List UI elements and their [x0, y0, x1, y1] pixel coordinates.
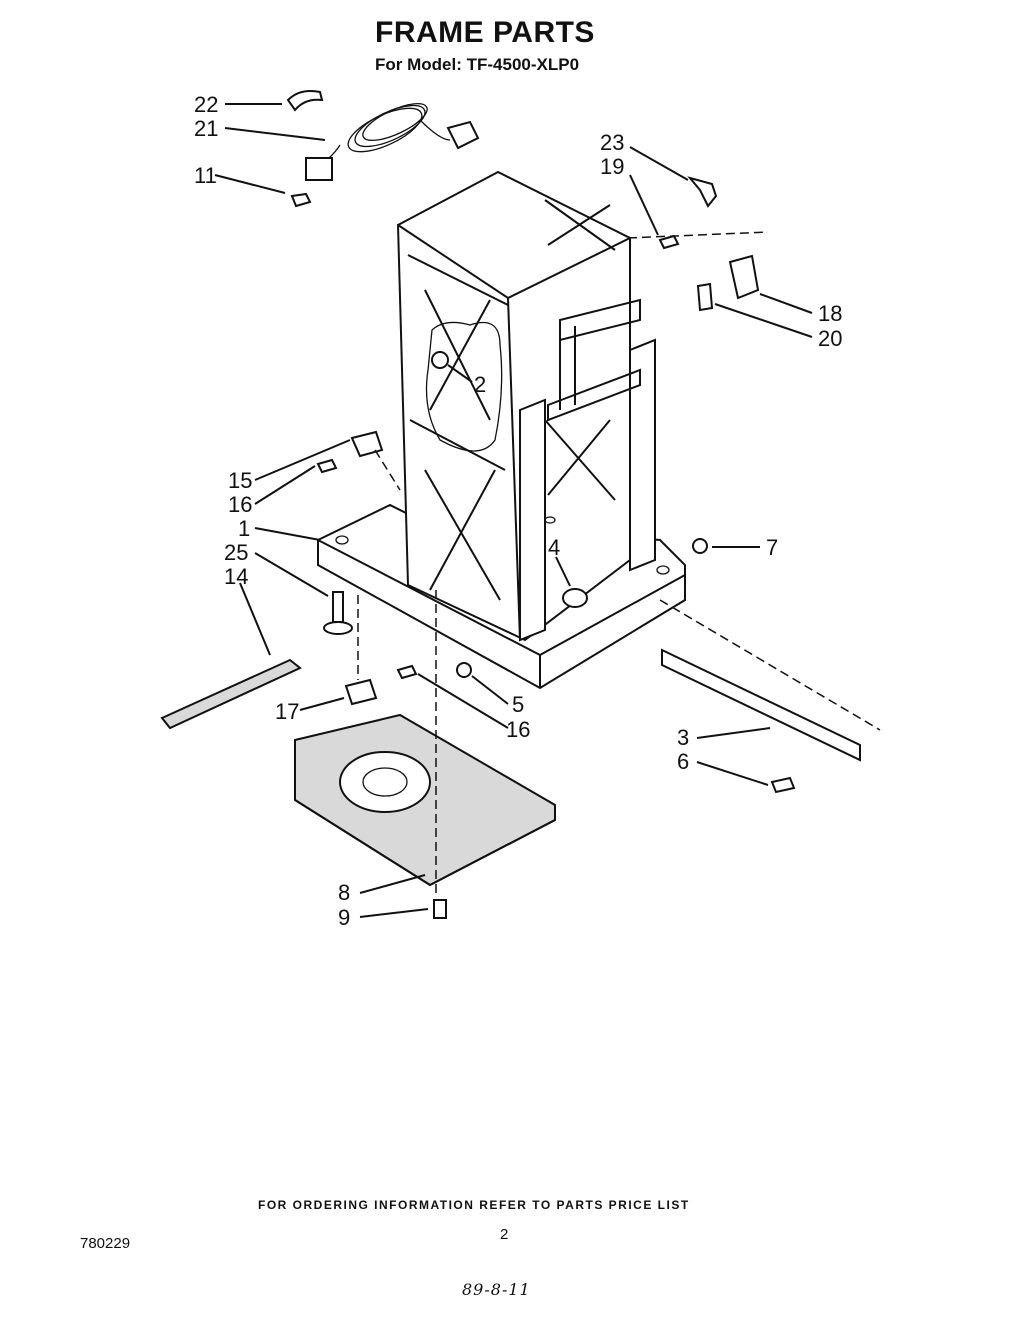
- part-21-power-cord: [305, 102, 480, 181]
- part-15-switch: [350, 430, 384, 458]
- callout-2: 2: [474, 372, 486, 397]
- part-5-nut: [456, 662, 472, 678]
- callout-22: 22: [194, 92, 218, 117]
- part-23-clip: [687, 176, 718, 208]
- part-22-clip: [286, 90, 324, 112]
- callout-3: 3: [677, 725, 689, 750]
- part-25-leveling-leg: [323, 591, 353, 635]
- callout-21: 21: [194, 116, 218, 141]
- part-17-switch: [344, 678, 378, 706]
- callout-15: 15: [228, 468, 252, 493]
- ordering-note: FOR ORDERING INFORMATION REFER TO PARTS …: [258, 1198, 690, 1212]
- callout-17: 17: [275, 699, 299, 724]
- page-title: FRAME PARTS: [375, 16, 595, 49]
- part-14-gasket-strip: [160, 658, 302, 730]
- handwritten-date: 89-8-11: [462, 1280, 531, 1299]
- part-8-base-pan: [294, 713, 556, 887]
- callout-20: 20: [818, 326, 842, 351]
- part-6-screw: [770, 776, 796, 794]
- callout-labels: 22 21 11 23 19 18 20 2 15 16 1 25 14 4 7…: [194, 92, 842, 930]
- callout-18: 18: [818, 301, 842, 326]
- callout-9: 9: [338, 905, 350, 930]
- leader-lines: [214, 103, 813, 918]
- callout-16-lower: 16: [506, 717, 530, 742]
- document-number: 780229: [80, 1235, 131, 1252]
- callout-7: 7: [766, 535, 778, 560]
- callout-6: 6: [677, 749, 689, 774]
- callout-11: 11: [194, 163, 217, 188]
- page-number: 2: [500, 1226, 509, 1243]
- callout-8: 8: [338, 880, 350, 905]
- callout-19: 19: [600, 154, 624, 179]
- part-4-grommet: [562, 588, 588, 608]
- part-16-screw-upper: [316, 458, 338, 474]
- part-2-knob: [431, 351, 449, 369]
- part-20-bracket: [696, 282, 714, 312]
- callout-25: 25: [224, 540, 248, 565]
- callout-4: 4: [548, 535, 560, 560]
- part-3-rail: [661, 648, 861, 762]
- model-subtitle: For Model: TF-4500-XLP0: [375, 55, 580, 74]
- callout-16-upper: 16: [228, 492, 252, 517]
- callout-14: 14: [224, 564, 248, 589]
- part-9-screw: [433, 899, 447, 919]
- part-19-screw: [658, 234, 680, 250]
- callout-5: 5: [512, 692, 524, 717]
- callout-23: 23: [600, 130, 624, 155]
- callout-1: 1: [238, 516, 250, 541]
- part-18-switch: [728, 254, 760, 300]
- frame-assembly: [317, 170, 686, 690]
- part-11-screw: [290, 192, 312, 208]
- part-7-nut: [692, 538, 708, 554]
- part-16-screw-lower: [396, 664, 418, 680]
